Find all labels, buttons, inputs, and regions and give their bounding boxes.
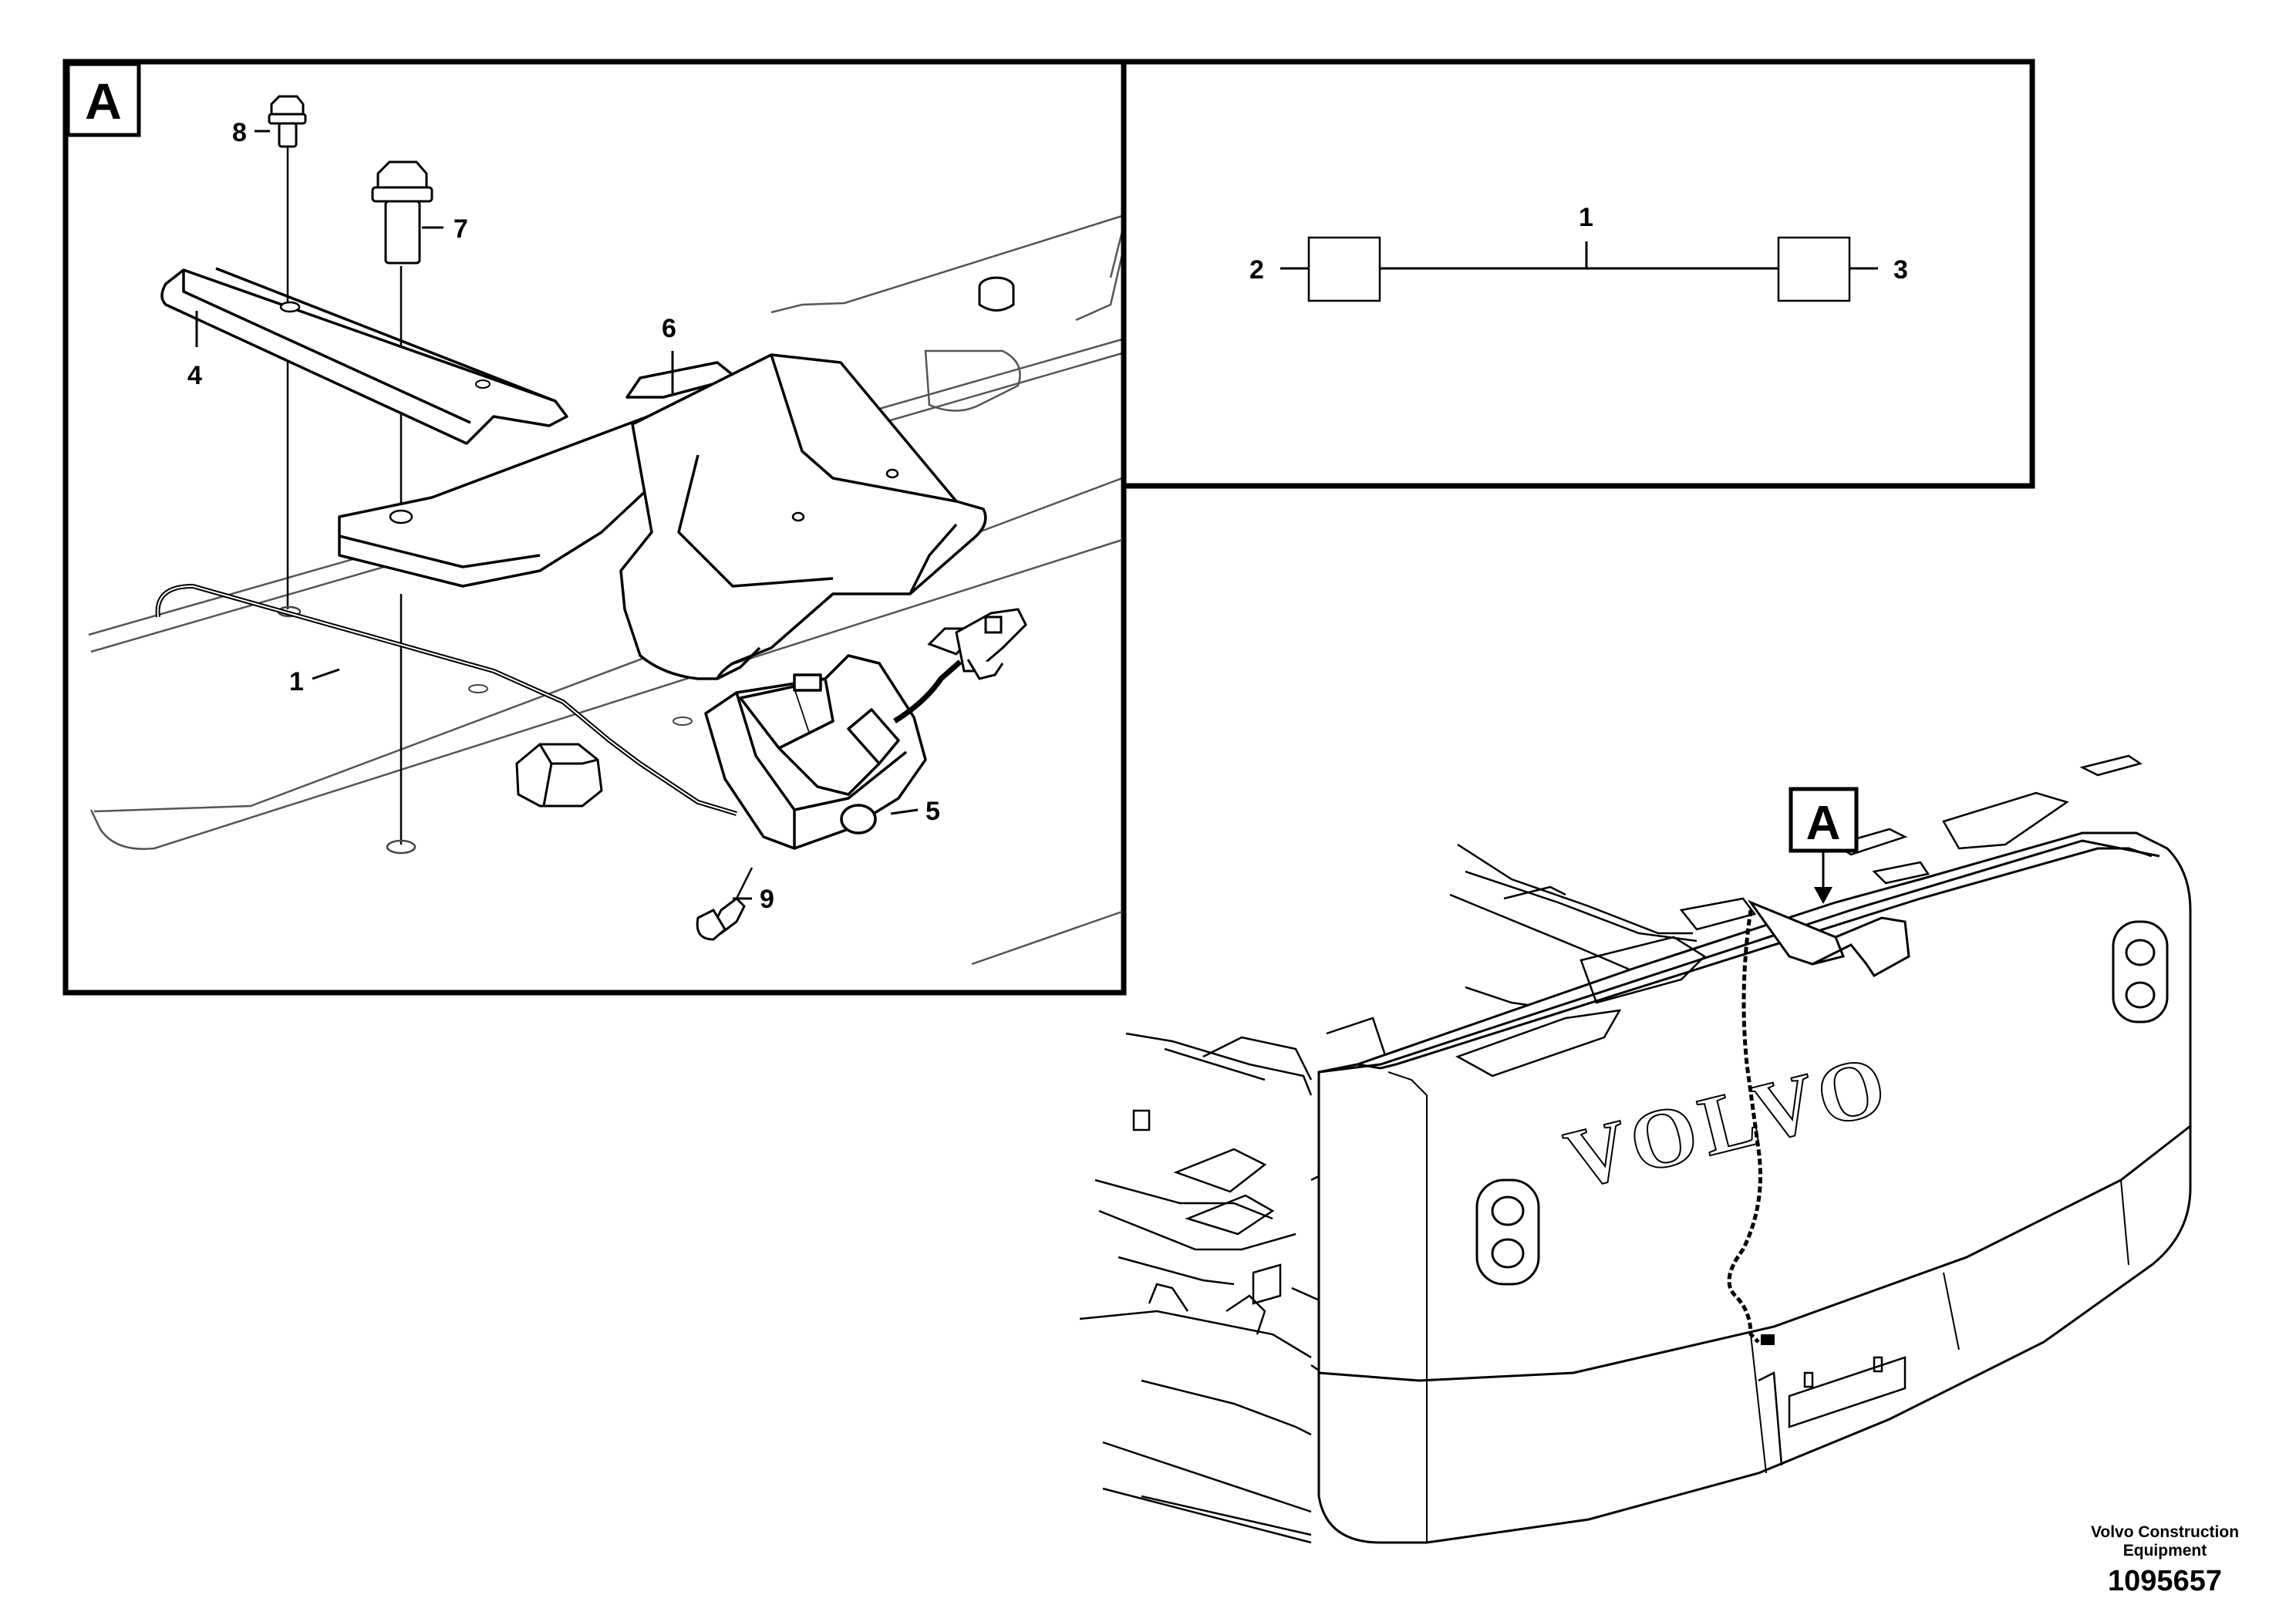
callout-8: 8 bbox=[232, 118, 247, 147]
callout-s1: 1 bbox=[1579, 203, 1593, 232]
callout-9: 9 bbox=[760, 885, 774, 914]
bolt-8-icon bbox=[268, 95, 307, 148]
callout-5: 5 bbox=[925, 797, 940, 826]
hole-7 bbox=[386, 839, 416, 855]
bolt-7-icon bbox=[371, 160, 433, 265]
org-name-line2: Equipment bbox=[2122, 1542, 2207, 1560]
machine-frame-lines bbox=[1079, 843, 1698, 1544]
drawing-footer: Volvo Construction Equipment 1095657 bbox=[2068, 1523, 2261, 1599]
callout-6: 6 bbox=[662, 314, 676, 343]
plug-cable bbox=[893, 659, 963, 723]
hole-4b bbox=[475, 379, 491, 389]
detail-frame bbox=[62, 59, 1127, 996]
detail-tag-box bbox=[66, 62, 141, 137]
overview-cable bbox=[1727, 909, 1762, 1344]
housing-port bbox=[840, 804, 877, 835]
stud-icon bbox=[978, 276, 1015, 312]
hole-4 bbox=[279, 301, 301, 313]
license-plate bbox=[1758, 1356, 1907, 1466]
hole-6b bbox=[791, 511, 805, 522]
hole-plate bbox=[468, 684, 488, 693]
plug-icon bbox=[927, 608, 1027, 680]
bolt-9-icon bbox=[696, 897, 746, 941]
lamp-right bbox=[2112, 920, 2169, 1023]
callout-s3: 3 bbox=[1893, 255, 1908, 285]
hole-6a bbox=[885, 468, 899, 479]
counterweight bbox=[1317, 831, 2192, 1544]
overview-bracket bbox=[1747, 899, 1910, 977]
overview-tag-arrow bbox=[1814, 887, 1832, 904]
connector-3-box bbox=[1777, 236, 1851, 302]
drawing-number: 1095657 bbox=[2108, 1565, 2222, 1597]
machine-overview: VOLVO A bbox=[1079, 754, 2192, 1544]
schematic-view: 1 2 3 bbox=[1121, 59, 2035, 489]
overview-tag-label: A bbox=[1806, 797, 1841, 850]
org-name-line1: Volvo Construction bbox=[2090, 1523, 2240, 1541]
clamp-bar-4 bbox=[160, 267, 568, 445]
callout-4: 4 bbox=[187, 361, 202, 390]
callout-1-detail: 1 bbox=[289, 667, 304, 696]
connector-2-box bbox=[1307, 236, 1381, 302]
detail-tag-label: A bbox=[85, 73, 122, 130]
callout-s2: 2 bbox=[1249, 255, 1264, 285]
connector-housing-5 bbox=[704, 654, 927, 850]
nut-icon bbox=[515, 743, 603, 808]
schematic-frame bbox=[1121, 59, 2035, 489]
overview-plug bbox=[1761, 1334, 1775, 1345]
callout-7: 7 bbox=[453, 214, 468, 244]
hole-6c bbox=[389, 509, 413, 524]
hole-plate-b bbox=[673, 717, 693, 726]
cable-1-inner bbox=[157, 585, 737, 814]
lamp-left bbox=[1475, 1179, 1540, 1286]
leader-5 bbox=[890, 808, 919, 815]
detail-view-a: A 8 7 bbox=[62, 59, 1127, 996]
leader-1 bbox=[312, 668, 340, 680]
axis-9 bbox=[735, 867, 754, 899]
